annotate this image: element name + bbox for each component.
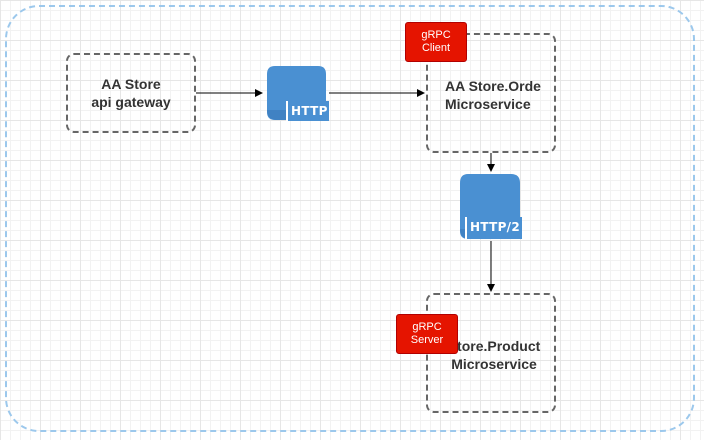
product-label-line2: Microservice: [451, 356, 537, 372]
http2-protocol-label: HTTP/2: [470, 220, 521, 234]
api-gateway-label-line1: AA Store: [101, 76, 161, 92]
api-gateway-node: AA Store api gateway: [66, 53, 196, 133]
grpc-server-line1: gRPC: [412, 321, 442, 333]
grpc-client-line2: Client: [421, 42, 451, 54]
order-label-line2: Microservice: [445, 96, 531, 112]
product-label-line1: Store.Product: [447, 338, 541, 354]
grpc-client-line1: gRPC: [421, 29, 451, 41]
web-document-icon: HTTP: [265, 65, 329, 122]
order-label-line1: AA Store.Orde: [445, 78, 541, 94]
grpc-server-badge: gRPC Server: [396, 314, 458, 354]
grpc-client-badge: gRPC Client: [405, 22, 467, 62]
order-microservice-node: AA Store.Orde Microservice: [426, 33, 556, 153]
web-document-icon: HTTP/2: [458, 173, 522, 241]
grpc-server-line2: Server: [410, 334, 444, 346]
http-protocol-label: HTTP: [291, 104, 328, 118]
api-gateway-label-line2: api gateway: [91, 94, 171, 110]
system-boundary: [5, 5, 695, 432]
